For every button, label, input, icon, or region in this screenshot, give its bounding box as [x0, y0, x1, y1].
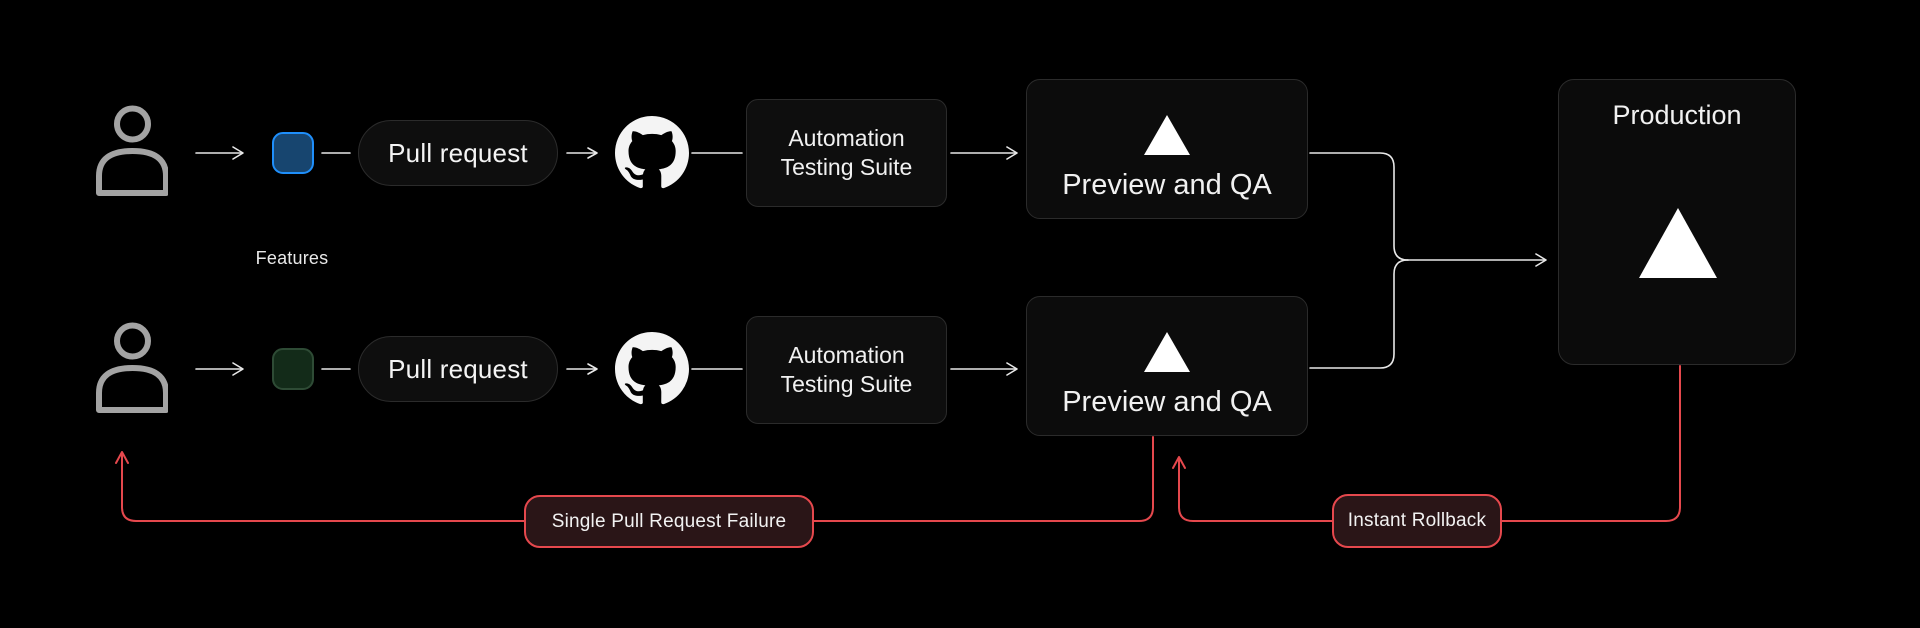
arrow-person-to-branch-row2: [195, 362, 244, 376]
single-pull-request-failure-badge: Single Pull Request Failure: [524, 495, 814, 548]
pull-request-pill-row2: Pull request: [358, 336, 558, 402]
production-label: Production: [1612, 100, 1742, 130]
vercel-triangle-icon: [1144, 115, 1190, 155]
arrow-pull-request-to-github-row1: [566, 147, 598, 159]
production-box: Production: [1558, 79, 1796, 365]
preview-and-qa-label: Preview and QA: [1062, 169, 1272, 201]
arrow-pull-request-to-github-row2: [566, 363, 598, 375]
github-icon: [615, 116, 689, 189]
arrow-person-to-branch-row1: [195, 146, 244, 160]
person-icon: [96, 322, 168, 413]
automation-testing-suite-box-row1: Automation Testing Suite: [746, 99, 947, 207]
github-icon: [615, 332, 689, 405]
preview-and-qa-label: Preview and QA: [1062, 386, 1272, 418]
preview-and-qa-box-row1: Preview and QA: [1026, 79, 1308, 219]
features-label: Features: [255, 248, 329, 268]
person-icon: [96, 105, 168, 196]
vercel-triangle-icon: [1144, 332, 1190, 372]
merge-arrow-previews-to-production: [1309, 152, 1547, 369]
arrow-automation-to-preview-row1: [950, 146, 1018, 160]
pull-request-pill-row1: Pull request: [358, 120, 558, 186]
feature-branch-commit-blue: [272, 132, 314, 174]
vercel-triangle-icon: [1639, 208, 1717, 278]
feature-branch-commit-green: [272, 348, 314, 390]
automation-testing-suite-box-row2: Automation Testing Suite: [746, 316, 947, 424]
instant-rollback-badge: Instant Rollback: [1332, 494, 1502, 548]
preview-and-qa-box-row2: Preview and QA: [1026, 296, 1308, 436]
arrow-automation-to-preview-row2: [950, 362, 1018, 376]
